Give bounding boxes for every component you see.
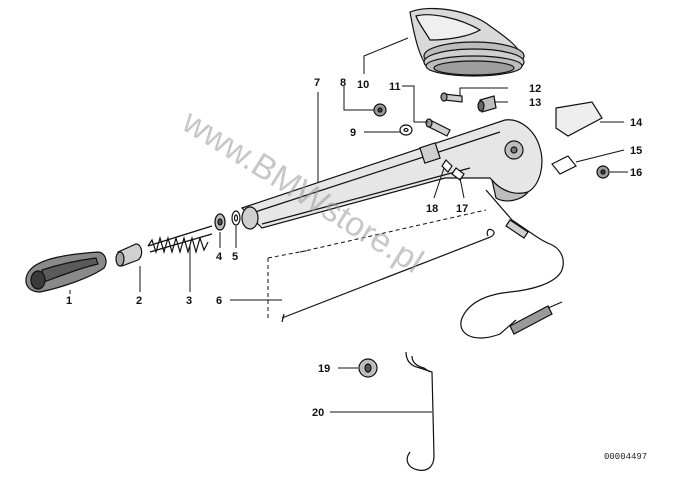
callout-16: 16 (630, 167, 642, 179)
nut-part (214, 213, 226, 231)
callout-5: 5 (232, 251, 238, 263)
callout-2: 2 (136, 295, 142, 307)
washer-part (231, 210, 241, 226)
plate-14-part (555, 101, 603, 137)
clip-18-part (441, 159, 453, 173)
callout-3: 3 (186, 295, 192, 307)
callout-20: 20 (312, 407, 324, 419)
assembly-guide-lines (267, 209, 487, 318)
nut-16-part (596, 165, 610, 179)
washer-9-part (399, 124, 413, 136)
hook-rod-20-part (405, 351, 435, 471)
handbrake-lever-part (240, 119, 543, 230)
nut-8-part (373, 103, 387, 117)
callout-15: 15 (630, 145, 642, 157)
callout-8: 8 (340, 77, 346, 89)
callout-13: 13 (529, 97, 541, 109)
pushrod-part (281, 228, 495, 323)
grommet-19-part (358, 358, 378, 378)
bushing-13-part (477, 95, 497, 113)
callout-19: 19 (318, 363, 330, 375)
callout-14: 14 (630, 117, 643, 129)
callout-10: 10 (357, 79, 369, 91)
clip-15-part (551, 155, 577, 175)
spring-part (147, 225, 213, 255)
callout-12: 12 (529, 83, 541, 95)
bolt-11-part (425, 118, 451, 137)
callout-17: 17 (456, 203, 468, 215)
leader-lines (69, 37, 628, 413)
callout-labels: 1 2 3 4 5 6 7 8 9 10 11 12 13 14 15 16 1… (66, 77, 643, 419)
lever-grip-part (25, 251, 107, 293)
callout-6: 6 (216, 295, 222, 307)
callout-7: 7 (314, 77, 320, 89)
rubber-boot-part (409, 7, 525, 77)
callout-18: 18 (426, 203, 438, 215)
callout-11: 11 (389, 81, 401, 93)
brake-cable-part (460, 189, 564, 339)
callout-4: 4 (216, 251, 223, 263)
document-number: 00004497 (604, 452, 647, 462)
bolt-12-part (440, 92, 463, 103)
callout-9: 9 (350, 127, 356, 139)
push-button-part (115, 243, 143, 267)
callout-1: 1 (66, 295, 72, 307)
